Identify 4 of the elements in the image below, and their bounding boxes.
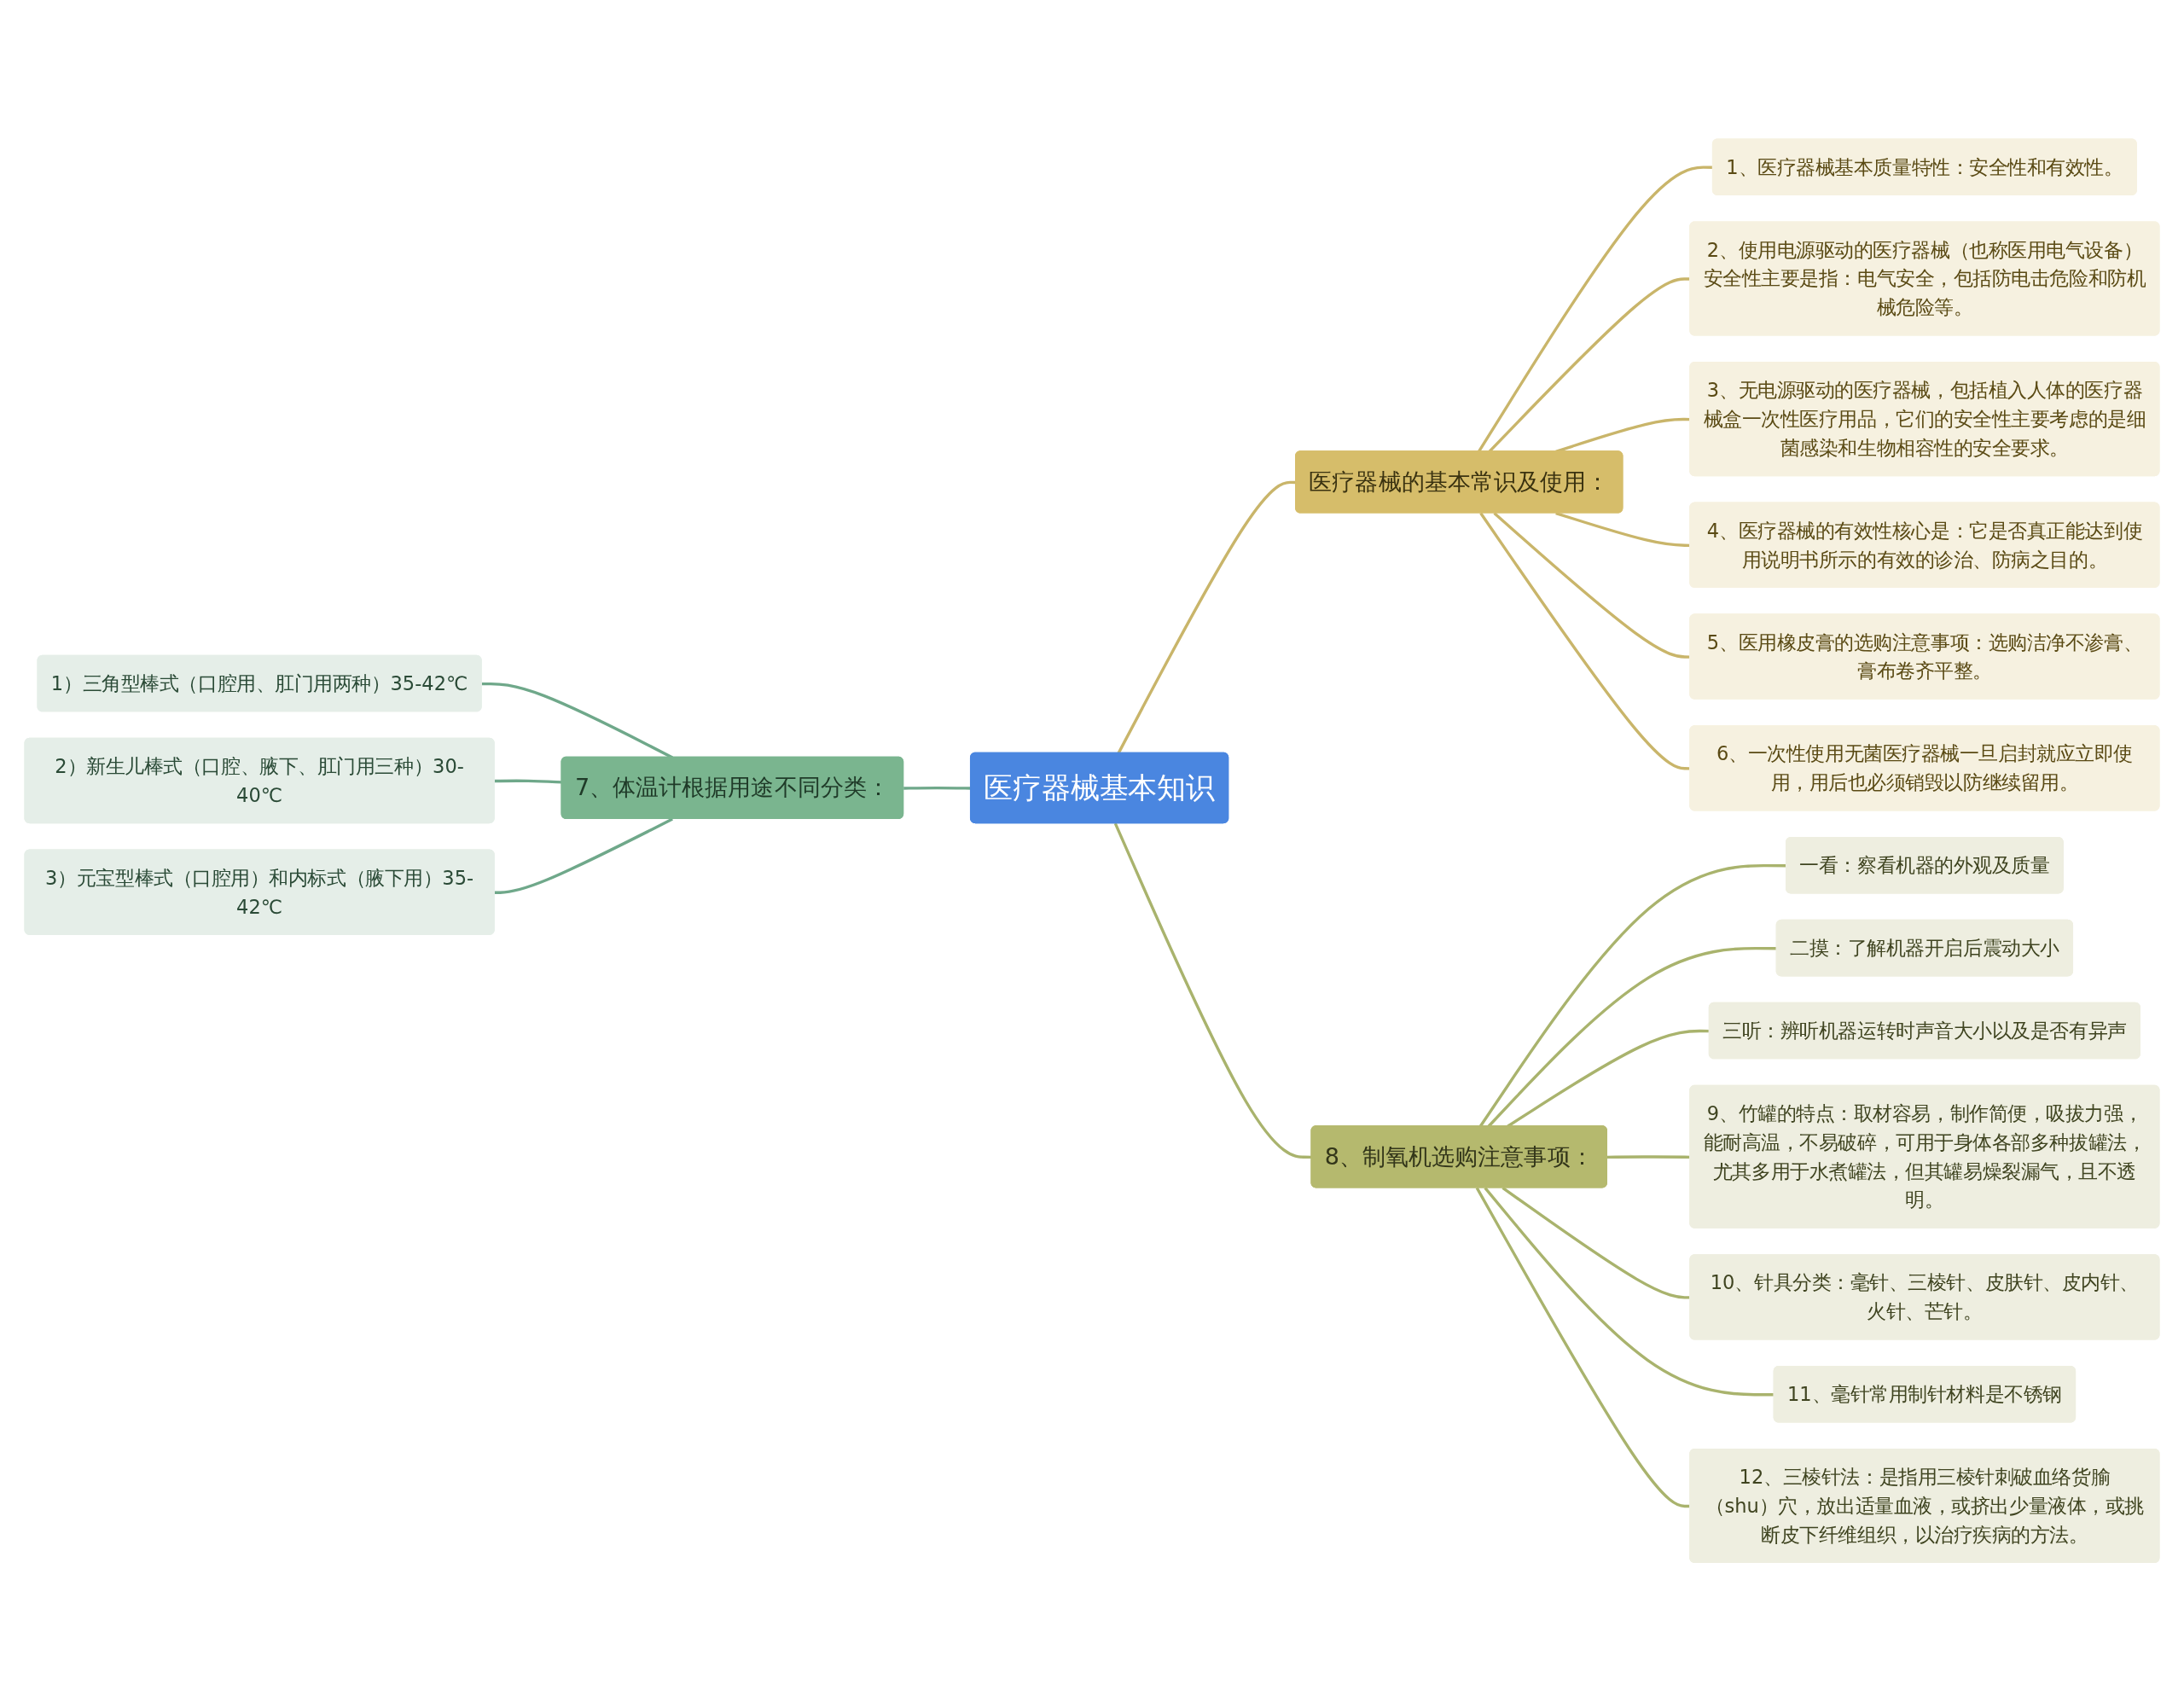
- connector: [1484, 1187, 1774, 1397]
- connector: [494, 779, 562, 784]
- connector: [1113, 822, 1312, 1159]
- connector: [494, 817, 673, 895]
